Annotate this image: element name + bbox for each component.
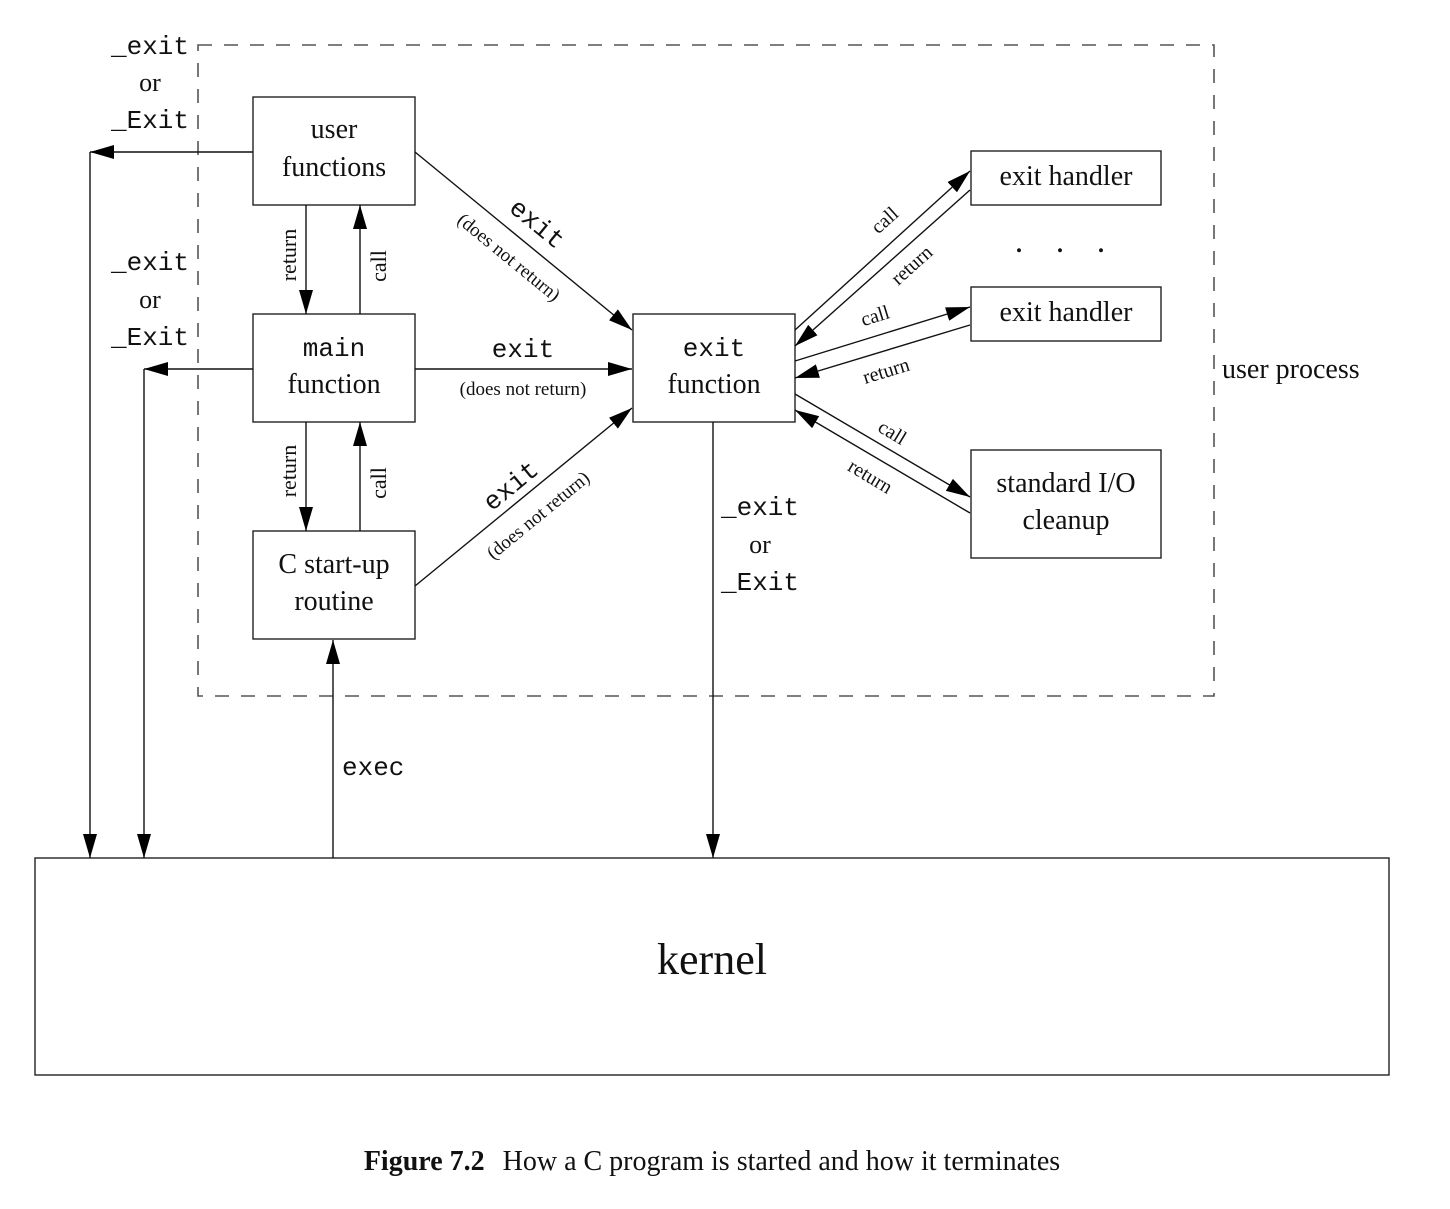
exec-label: exec	[342, 753, 404, 783]
svg-text:C start-up: C start-up	[278, 549, 389, 580]
svg-text:exit handler: exit handler	[1000, 297, 1134, 328]
call-label: call	[366, 467, 391, 499]
figure-caption-text: How a C program is started and how it te…	[503, 1146, 1061, 1177]
svg-text:cleanup: cleanup	[1022, 505, 1109, 536]
underscore-Exit-label: _Exit	[720, 568, 799, 598]
or-label: or	[139, 285, 161, 314]
does-not-return-label: (does not return)	[460, 379, 587, 400]
return-label: return	[844, 455, 896, 498]
call-arrow-exit-to-handler1	[794, 170, 971, 331]
or-label: or	[139, 68, 161, 97]
figure-caption: Figure 7.2 How a C program is started and…	[364, 1146, 1060, 1177]
return-label: return	[860, 354, 912, 389]
main-function-box[interactable]: main function	[252, 313, 416, 423]
svg-text:functions: functions	[282, 152, 386, 183]
figure-number: Figure 7.2	[364, 1146, 485, 1177]
underscore-exit-label: _exit	[110, 248, 189, 278]
exit-arrow-user-to-exit	[414, 151, 633, 331]
user-functions-box[interactable]: user functions	[252, 96, 416, 206]
user-process-boundary	[197, 44, 1215, 697]
ellipsis-more-handlers: . . .	[1015, 223, 1118, 260]
underscore-Exit-label: _Exit	[110, 106, 189, 136]
return-label: return	[276, 445, 301, 498]
kernel-box[interactable]: kernel	[34, 857, 1390, 1076]
or-label: or	[749, 530, 771, 559]
return-label: return	[887, 241, 937, 289]
exit-label: exit	[492, 335, 554, 365]
user-process-label: user process	[1222, 354, 1360, 385]
call-arrow-exit-to-handler2	[794, 306, 971, 362]
underscore-exit-label: _exit	[110, 32, 189, 62]
exit-function-box[interactable]: exit function	[632, 313, 796, 423]
svg-text:exit handler: exit handler	[1000, 161, 1134, 192]
return-arrow-stdio-to-exit	[794, 409, 971, 514]
startup-routine-box[interactable]: C start-up routine	[252, 530, 416, 640]
svg-text:function: function	[287, 369, 380, 400]
exit-handler-box-1[interactable]: exit handler	[970, 150, 1162, 206]
return-label: return	[276, 229, 301, 282]
svg-text:standard I/O: standard I/O	[996, 468, 1135, 499]
svg-text:kernel: kernel	[657, 935, 767, 984]
underscore-Exit-label: _Exit	[110, 323, 189, 353]
call-arrow-exit-to-stdio	[794, 393, 971, 498]
svg-text:function: function	[667, 369, 760, 400]
svg-text:main: main	[303, 334, 365, 364]
return-arrow-handler1-to-exit	[794, 189, 971, 347]
exit-handler-box-2[interactable]: exit handler	[970, 286, 1162, 342]
svg-text:exit: exit	[683, 334, 745, 364]
svg-text:user: user	[311, 114, 358, 145]
exit-arrow-startup-to-exit	[414, 407, 633, 587]
call-label: call	[874, 416, 910, 450]
call-label: call	[366, 250, 391, 282]
underscore-exit-label: _exit	[720, 493, 799, 523]
svg-text:routine: routine	[294, 586, 373, 617]
call-label: call	[867, 202, 904, 238]
return-arrow-handler2-to-exit	[794, 324, 971, 379]
call-label: call	[858, 301, 892, 331]
stdio-cleanup-box[interactable]: standard I/O cleanup	[970, 449, 1162, 559]
